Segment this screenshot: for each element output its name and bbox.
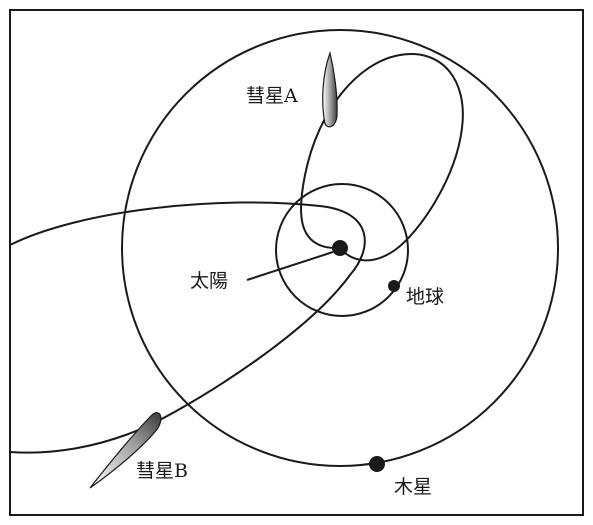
comet-a-label: 彗星A — [246, 85, 298, 107]
jupiter — [369, 456, 385, 472]
sun-pointer-line — [246, 251, 334, 281]
sun — [332, 240, 348, 256]
earth-label: 地球 — [406, 286, 444, 308]
sun-label: 太陽 — [190, 270, 228, 292]
earth — [388, 280, 400, 292]
jupiter-label: 木星 — [394, 476, 432, 498]
comet-b-orbit — [9, 201, 366, 454]
frame — [9, 9, 584, 516]
comet-b-label: 彗星B — [136, 460, 188, 482]
comet-a-shape — [322, 50, 338, 128]
comet-b-shape — [89, 412, 162, 489]
earth-orbit — [275, 183, 409, 317]
jupiter-orbit — [121, 29, 559, 467]
comet-a-orbit — [300, 53, 464, 262]
